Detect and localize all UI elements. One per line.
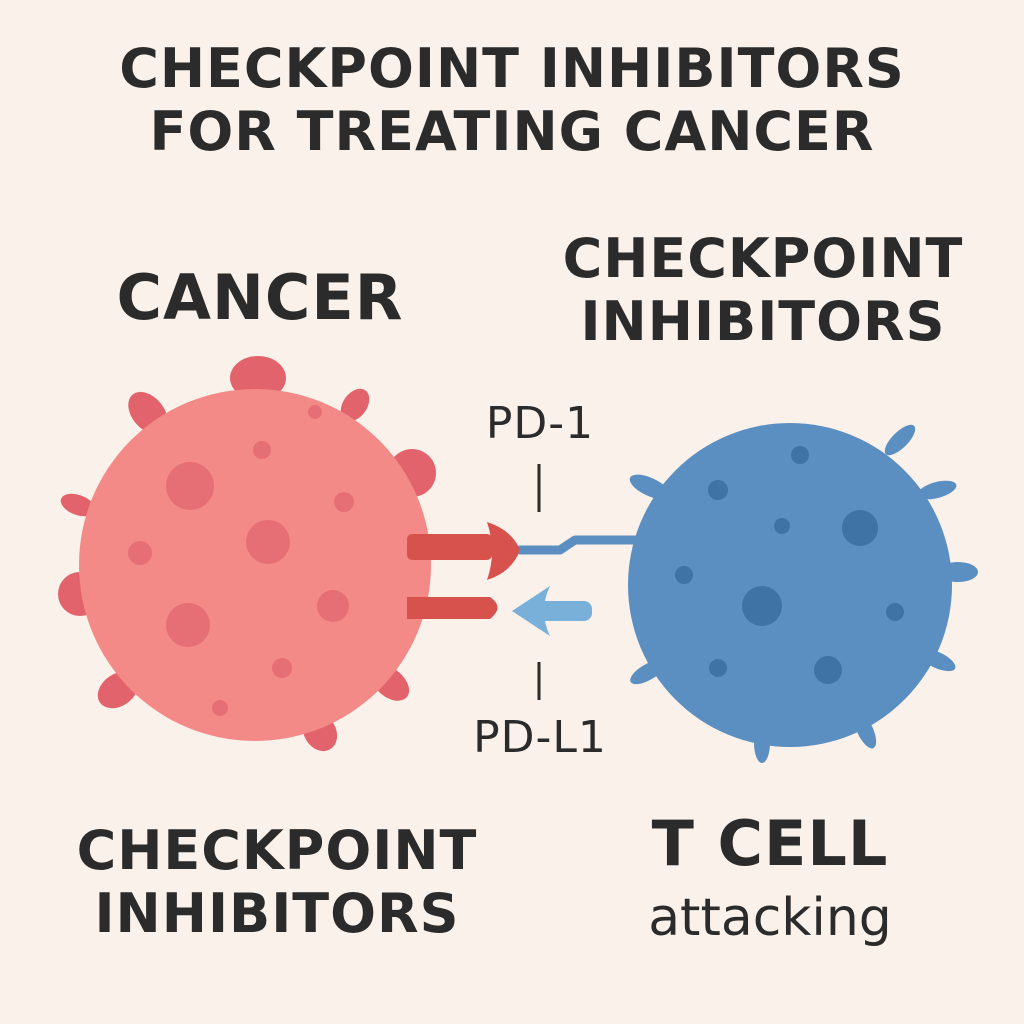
pd1-receptor-stalk: [515, 535, 645, 555]
t-cell-label: T CELL: [651, 807, 889, 880]
t-cell-spots: [675, 446, 904, 684]
cancer-cell: [58, 356, 436, 752]
red-arrow-upper: [407, 522, 520, 580]
pdl1-label: PD-L1: [473, 712, 607, 763]
t-cell: [628, 423, 978, 763]
t-cell-body: [628, 423, 952, 747]
title-line-1: CHECKPOINT INHIBITORS: [119, 37, 905, 100]
cancer-cell-label: CANCER: [116, 261, 404, 334]
checkpoint-inhibitors-right-line-2: INHIBITORS: [580, 289, 946, 353]
checkpoint-inhibitors-label-right: CHECKPOINT INHIBITORS: [548, 227, 978, 353]
checkpoint-inhibitors-label-left: CHECKPOINT INHIBITORS: [62, 819, 492, 945]
t-cell-sublabel: attacking: [648, 888, 892, 948]
checkpoint-inhibitors-right-line-1: CHECKPOINT: [562, 227, 964, 290]
pd1-label: PD-1: [485, 398, 595, 449]
checkpoint-inhibitors-left-line-2: INHIBITORS: [94, 881, 460, 945]
diagram-title: CHECKPOINT INHIBITORS FOR TREATING CANCE…: [62, 37, 962, 163]
checkpoint-inhibitors-left-line-1: CHECKPOINT: [76, 819, 478, 882]
blue-inhibitor-arrow: [512, 586, 592, 636]
title-line-2: FOR TREATING CANCER: [149, 99, 875, 163]
cancer-cell-body: [79, 389, 431, 741]
red-arrow-lower: [407, 597, 498, 619]
cancer-cell-spots: [128, 405, 354, 716]
